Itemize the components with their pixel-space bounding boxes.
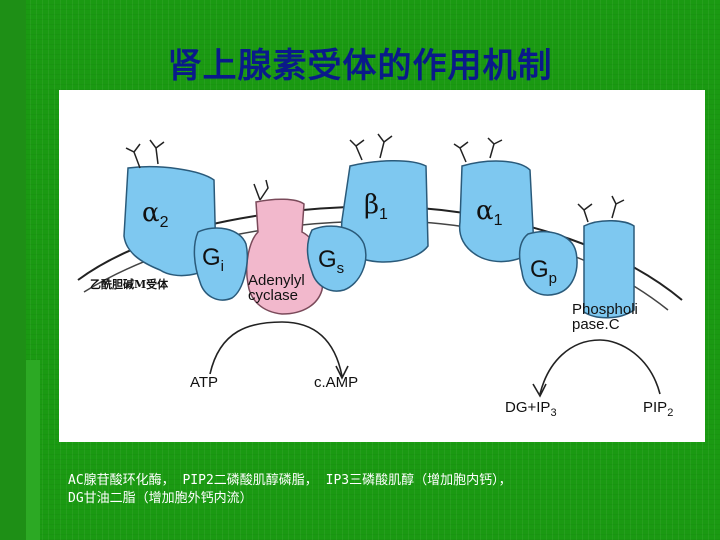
atp-label: ATP bbox=[190, 374, 219, 391]
pip2-label: PIP2 bbox=[643, 399, 674, 419]
alpha1-receptor-shape bbox=[458, 160, 535, 263]
gi-protein-shape bbox=[193, 227, 248, 301]
alpha2-label: α2 bbox=[142, 198, 169, 232]
pip2-dg-arrowhead bbox=[532, 383, 547, 398]
beta1-label: β1 bbox=[364, 190, 388, 224]
page-title: 肾上腺素受体的作用机制 bbox=[167, 46, 553, 86]
left-decor-bar bbox=[0, 0, 26, 540]
phospholipase-shape bbox=[583, 220, 635, 319]
dg-ip3-label: DG+IP3 bbox=[505, 399, 557, 419]
footnote-line2: DG甘油二脂（增加胞外钙内流） bbox=[68, 491, 253, 506]
adenylyl-cyclase-shape bbox=[246, 198, 324, 315]
atp-camp-arrowhead bbox=[335, 365, 349, 380]
alpha1-label: α1 bbox=[476, 196, 503, 230]
gi-label: Gi bbox=[202, 244, 225, 275]
left-decor-bar-lower bbox=[26, 360, 40, 540]
gs-label: Gs bbox=[318, 246, 345, 277]
footnote-line1: AC腺苷酸环化酶， PIP2二磷酸肌醇磷脂， IP3三磷酸肌醇（增加胞内钙）， bbox=[68, 473, 512, 488]
gp-label: Gp bbox=[530, 256, 558, 287]
m-receptor-label: 乙酰胆碱M受体 bbox=[90, 278, 169, 291]
atp-camp-arrow bbox=[209, 321, 343, 377]
pip2-dg-arrow bbox=[539, 339, 661, 395]
gs-protein-shape bbox=[306, 225, 367, 292]
glycan-chains bbox=[125, 133, 625, 223]
camp-label: c.AMP bbox=[314, 374, 359, 391]
footnote: AC腺苷酸环化酶， PIP2二磷酸肌醇磷脂， IP3三磷酸肌醇（增加胞内钙）， … bbox=[68, 472, 688, 508]
gp-protein-shape bbox=[518, 231, 578, 296]
